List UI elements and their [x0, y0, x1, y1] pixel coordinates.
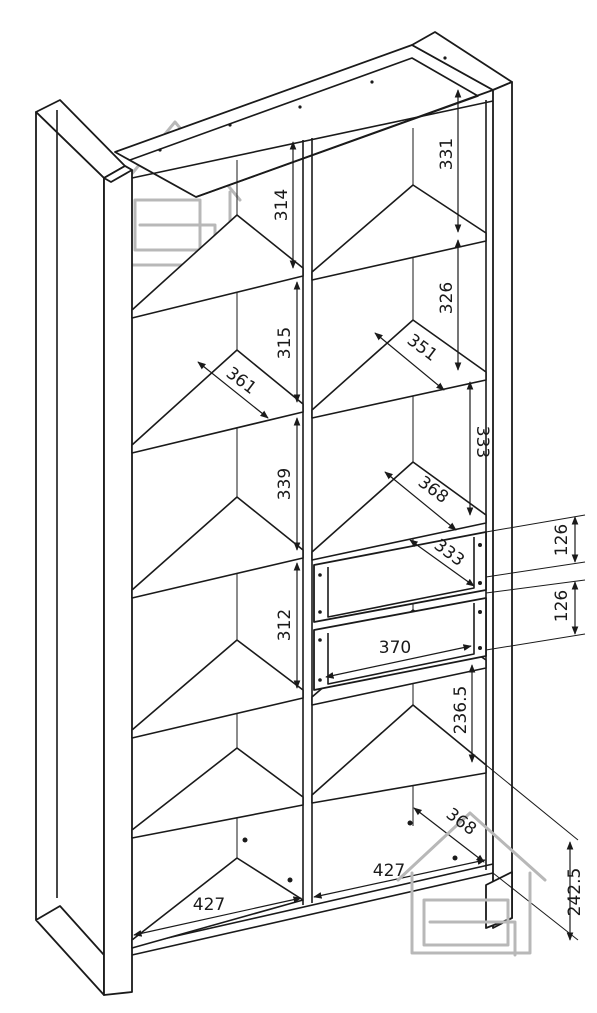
- dim-bottom-width-right: 427: [373, 861, 405, 881]
- dim-left-3: 339: [275, 468, 295, 500]
- dim-right-3: 333: [472, 426, 492, 458]
- dim-drawer-width: 370: [379, 638, 411, 658]
- dim-bottom-width-left: 427: [193, 895, 225, 915]
- left-rear-post: [35, 99, 126, 996]
- watermark-logo-bottom: [396, 811, 547, 957]
- dim-top-left: 314: [272, 189, 292, 221]
- dim-drawer-height-1: 126: [552, 524, 572, 556]
- top-panel: [114, 44, 494, 198]
- left-front-post: [103, 165, 133, 996]
- dim-right-2: 326: [437, 282, 457, 314]
- dimension-lines: [133, 89, 586, 941]
- dim-right-low: 236.5: [451, 686, 471, 735]
- dim-left-2: 315: [275, 327, 295, 359]
- dim-drawer-height-2: 126: [552, 590, 572, 622]
- left-shelves: [131, 214, 304, 949]
- dim-top-right: 331: [437, 138, 457, 170]
- dim-bottom-height: 242.5: [565, 868, 585, 917]
- dim-left-4: 312: [275, 609, 295, 641]
